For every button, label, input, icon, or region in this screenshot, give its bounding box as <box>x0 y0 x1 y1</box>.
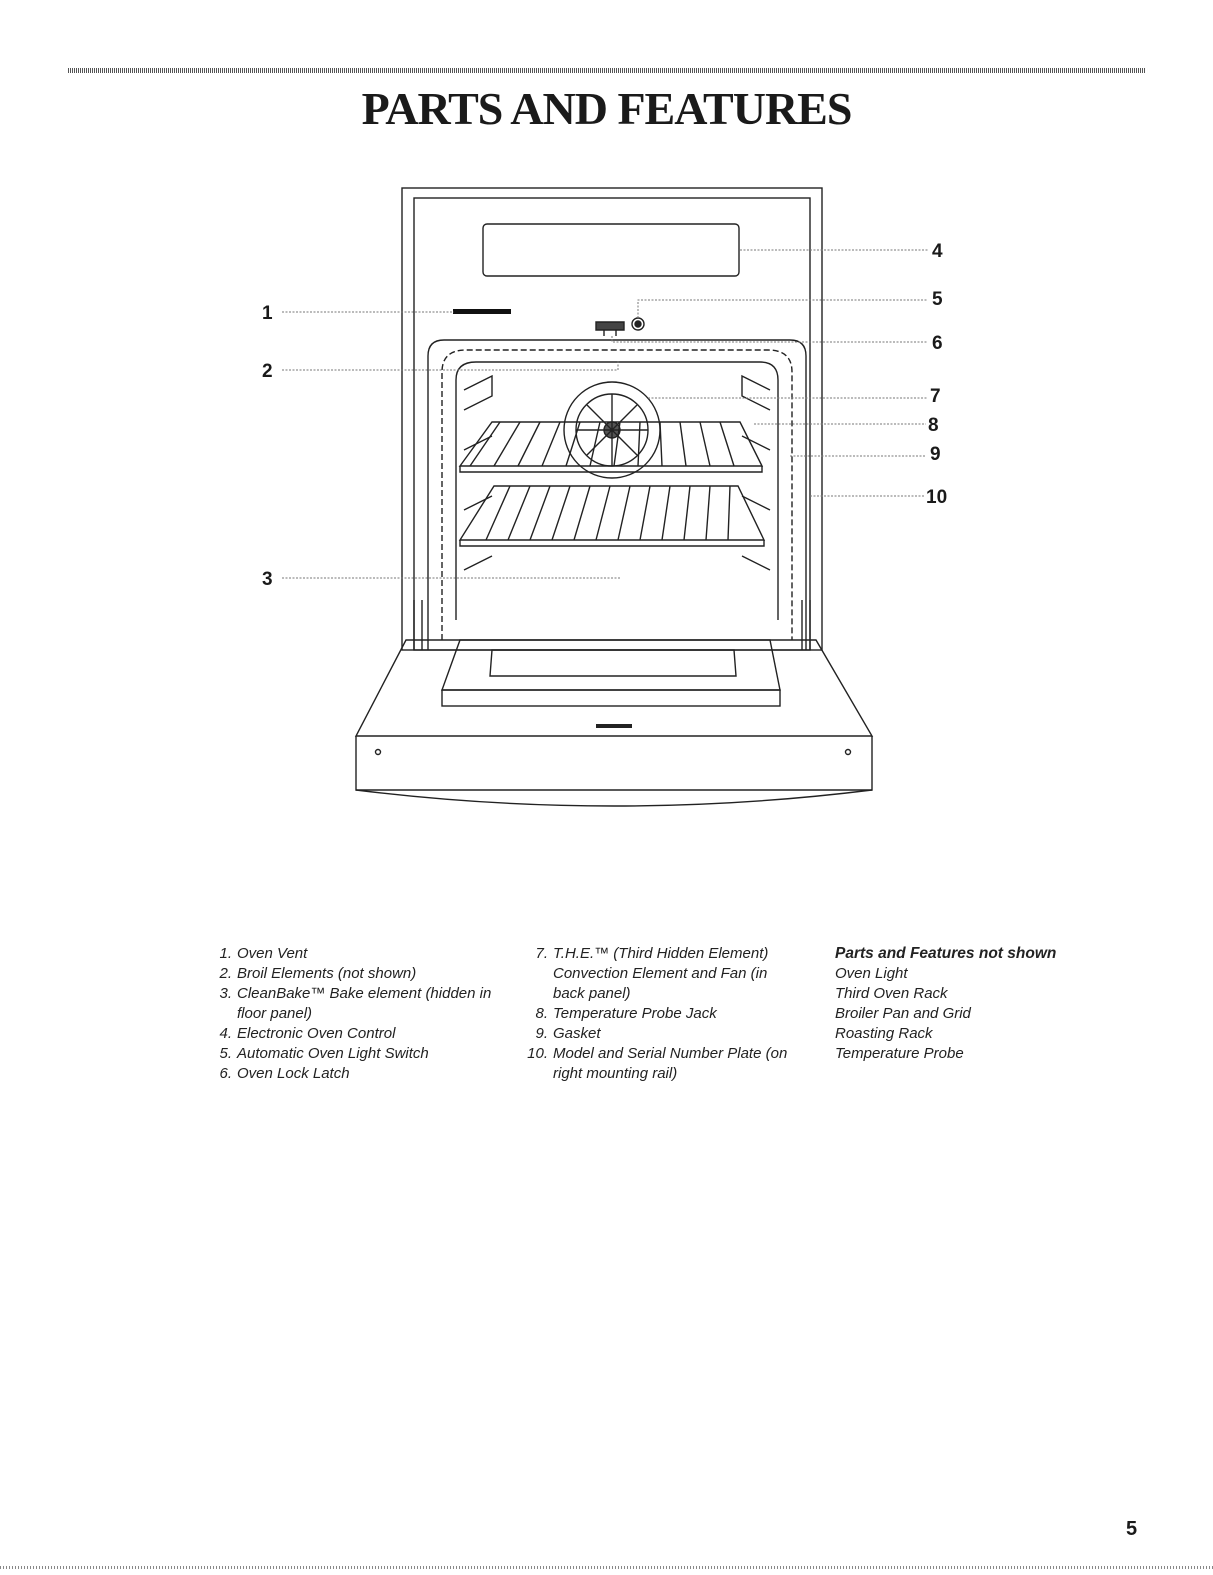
callout-4: 4 <box>932 241 943 262</box>
right-mounting-rail <box>801 600 811 650</box>
not-shown-heading: Parts and Features not shown <box>835 945 1057 962</box>
lower-rack-drawing <box>458 485 766 547</box>
legend-item: 4.Electronic Oven Control <box>219 1025 396 1042</box>
legend-item: 5.Automatic Oven Light Switch <box>219 1045 429 1062</box>
callout-numbers: 1 2 3 4 5 6 7 8 9 10 <box>262 241 947 590</box>
legend-item: 7.T.H.E.™ (Third Hidden Element) Convect… <box>535 945 769 1002</box>
callout-3: 3 <box>262 569 273 590</box>
callout-10: 10 <box>926 487 947 508</box>
oven-drawing <box>354 187 874 807</box>
oven-door-drawing <box>354 639 874 807</box>
callout-8: 8 <box>928 415 939 436</box>
not-shown-item: Third Oven Rack <box>835 985 948 1002</box>
control-panel-display <box>482 223 740 277</box>
page-number: 5 <box>1126 1518 1138 1540</box>
callout-7: 7 <box>930 386 941 407</box>
leader-5 <box>637 299 928 318</box>
gasket-outline <box>441 349 793 640</box>
not-shown-column: Parts and Features not shown Oven Light … <box>835 944 1095 1064</box>
top-rule <box>68 68 1146 73</box>
oven-diagram: 1 2 3 4 5 6 7 8 9 10 <box>262 187 947 807</box>
leader-2 <box>282 360 619 371</box>
callout-1: 1 <box>262 303 273 324</box>
rack-supports-drawing <box>463 374 771 571</box>
oven-lock-latch-drawing <box>595 321 625 336</box>
not-shown-item: Oven Light <box>835 965 908 982</box>
bottom-rule <box>0 1566 1213 1569</box>
legend-item: 10.Model and Serial Number Plate (on rig… <box>527 1045 788 1082</box>
callout-9: 9 <box>930 444 941 465</box>
leader-6 <box>611 336 928 343</box>
legend-item: 6.Oven Lock Latch <box>219 1065 350 1082</box>
legend-item: 3.CleanBake™ Bake element (hidden in flo… <box>219 985 492 1022</box>
not-shown-item: Temperature Probe <box>835 1045 964 1062</box>
upper-rack-drawing <box>458 421 764 473</box>
leader-lines <box>282 249 928 579</box>
oven-vent <box>453 309 511 314</box>
convection-fan-drawing <box>563 381 661 479</box>
page-title: PARTS AND FEATURES <box>361 83 853 134</box>
light-switch-inner <box>634 320 642 328</box>
oven-cavity-outline <box>427 339 807 650</box>
legend-item: 1.Oven Vent <box>219 945 308 962</box>
legend-item: 8.Temperature Probe Jack <box>535 1005 717 1022</box>
legend-item: 9.Gasket <box>535 1025 601 1042</box>
callout-6: 6 <box>932 333 943 354</box>
not-shown-item: Roasting Rack <box>835 1025 933 1042</box>
callout-2: 2 <box>262 361 273 382</box>
legend-column-1: 1.Oven Vent 2.Broil Elements (not shown)… <box>214 944 514 1084</box>
left-mounting-rail <box>413 600 423 650</box>
legend-column-2: 7.T.H.E.™ (Third Hidden Element) Convect… <box>526 944 788 1084</box>
legend-item: 2.Broil Elements (not shown) <box>219 965 417 982</box>
not-shown-item: Broiler Pan and Grid <box>835 1005 971 1022</box>
callout-5: 5 <box>932 289 943 310</box>
